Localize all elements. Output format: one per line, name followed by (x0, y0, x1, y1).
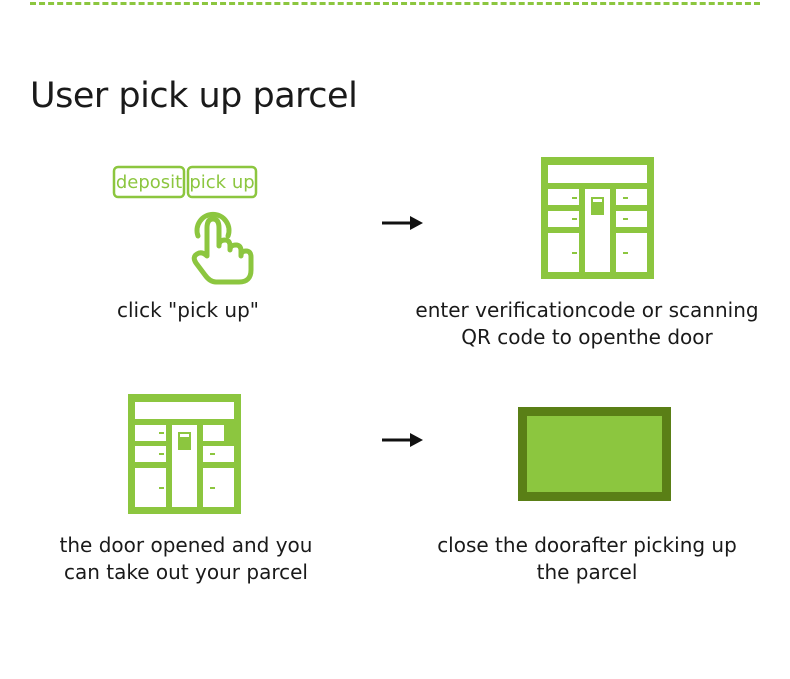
step-1-figure: deposit pick up (112, 165, 258, 285)
pick-up-button-label: pick up (189, 172, 254, 193)
step-3-caption: the door opened and you can take out you… (46, 532, 326, 586)
pick-up-button[interactable]: pick up (186, 165, 258, 199)
step-2-caption-line-2: QR code to openthe door (461, 325, 713, 349)
page-title: User pick up parcel (30, 76, 358, 116)
closed-door-icon (518, 407, 671, 501)
step-4-caption: close the doorafter picking up the parce… (427, 532, 747, 586)
step-3-caption-line-1: the door opened and you (59, 533, 313, 557)
step-4-caption-line-2: the parcel (536, 560, 638, 584)
step-2-caption: enter verificationcode or scanning QR co… (412, 297, 762, 351)
arrow-right-icon (382, 433, 423, 447)
step-1-caption-line: click "pick up" (117, 298, 260, 322)
locker-icon (541, 157, 654, 279)
step-4-caption-line-1: close the doorafter picking up (437, 533, 737, 557)
deposit-button[interactable]: deposit (112, 165, 186, 199)
step-2-caption-line-1: enter verificationcode or scanning (415, 298, 759, 322)
dashed-divider (30, 2, 760, 5)
locker-open-door-icon (128, 394, 241, 514)
step-1-caption: click "pick up" (117, 297, 259, 324)
hand-pointer-icon (191, 212, 254, 285)
step-3-caption-line-2: can take out your parcel (64, 560, 308, 584)
arrow-right-icon (382, 216, 423, 230)
deposit-button-label: deposit (116, 172, 182, 193)
